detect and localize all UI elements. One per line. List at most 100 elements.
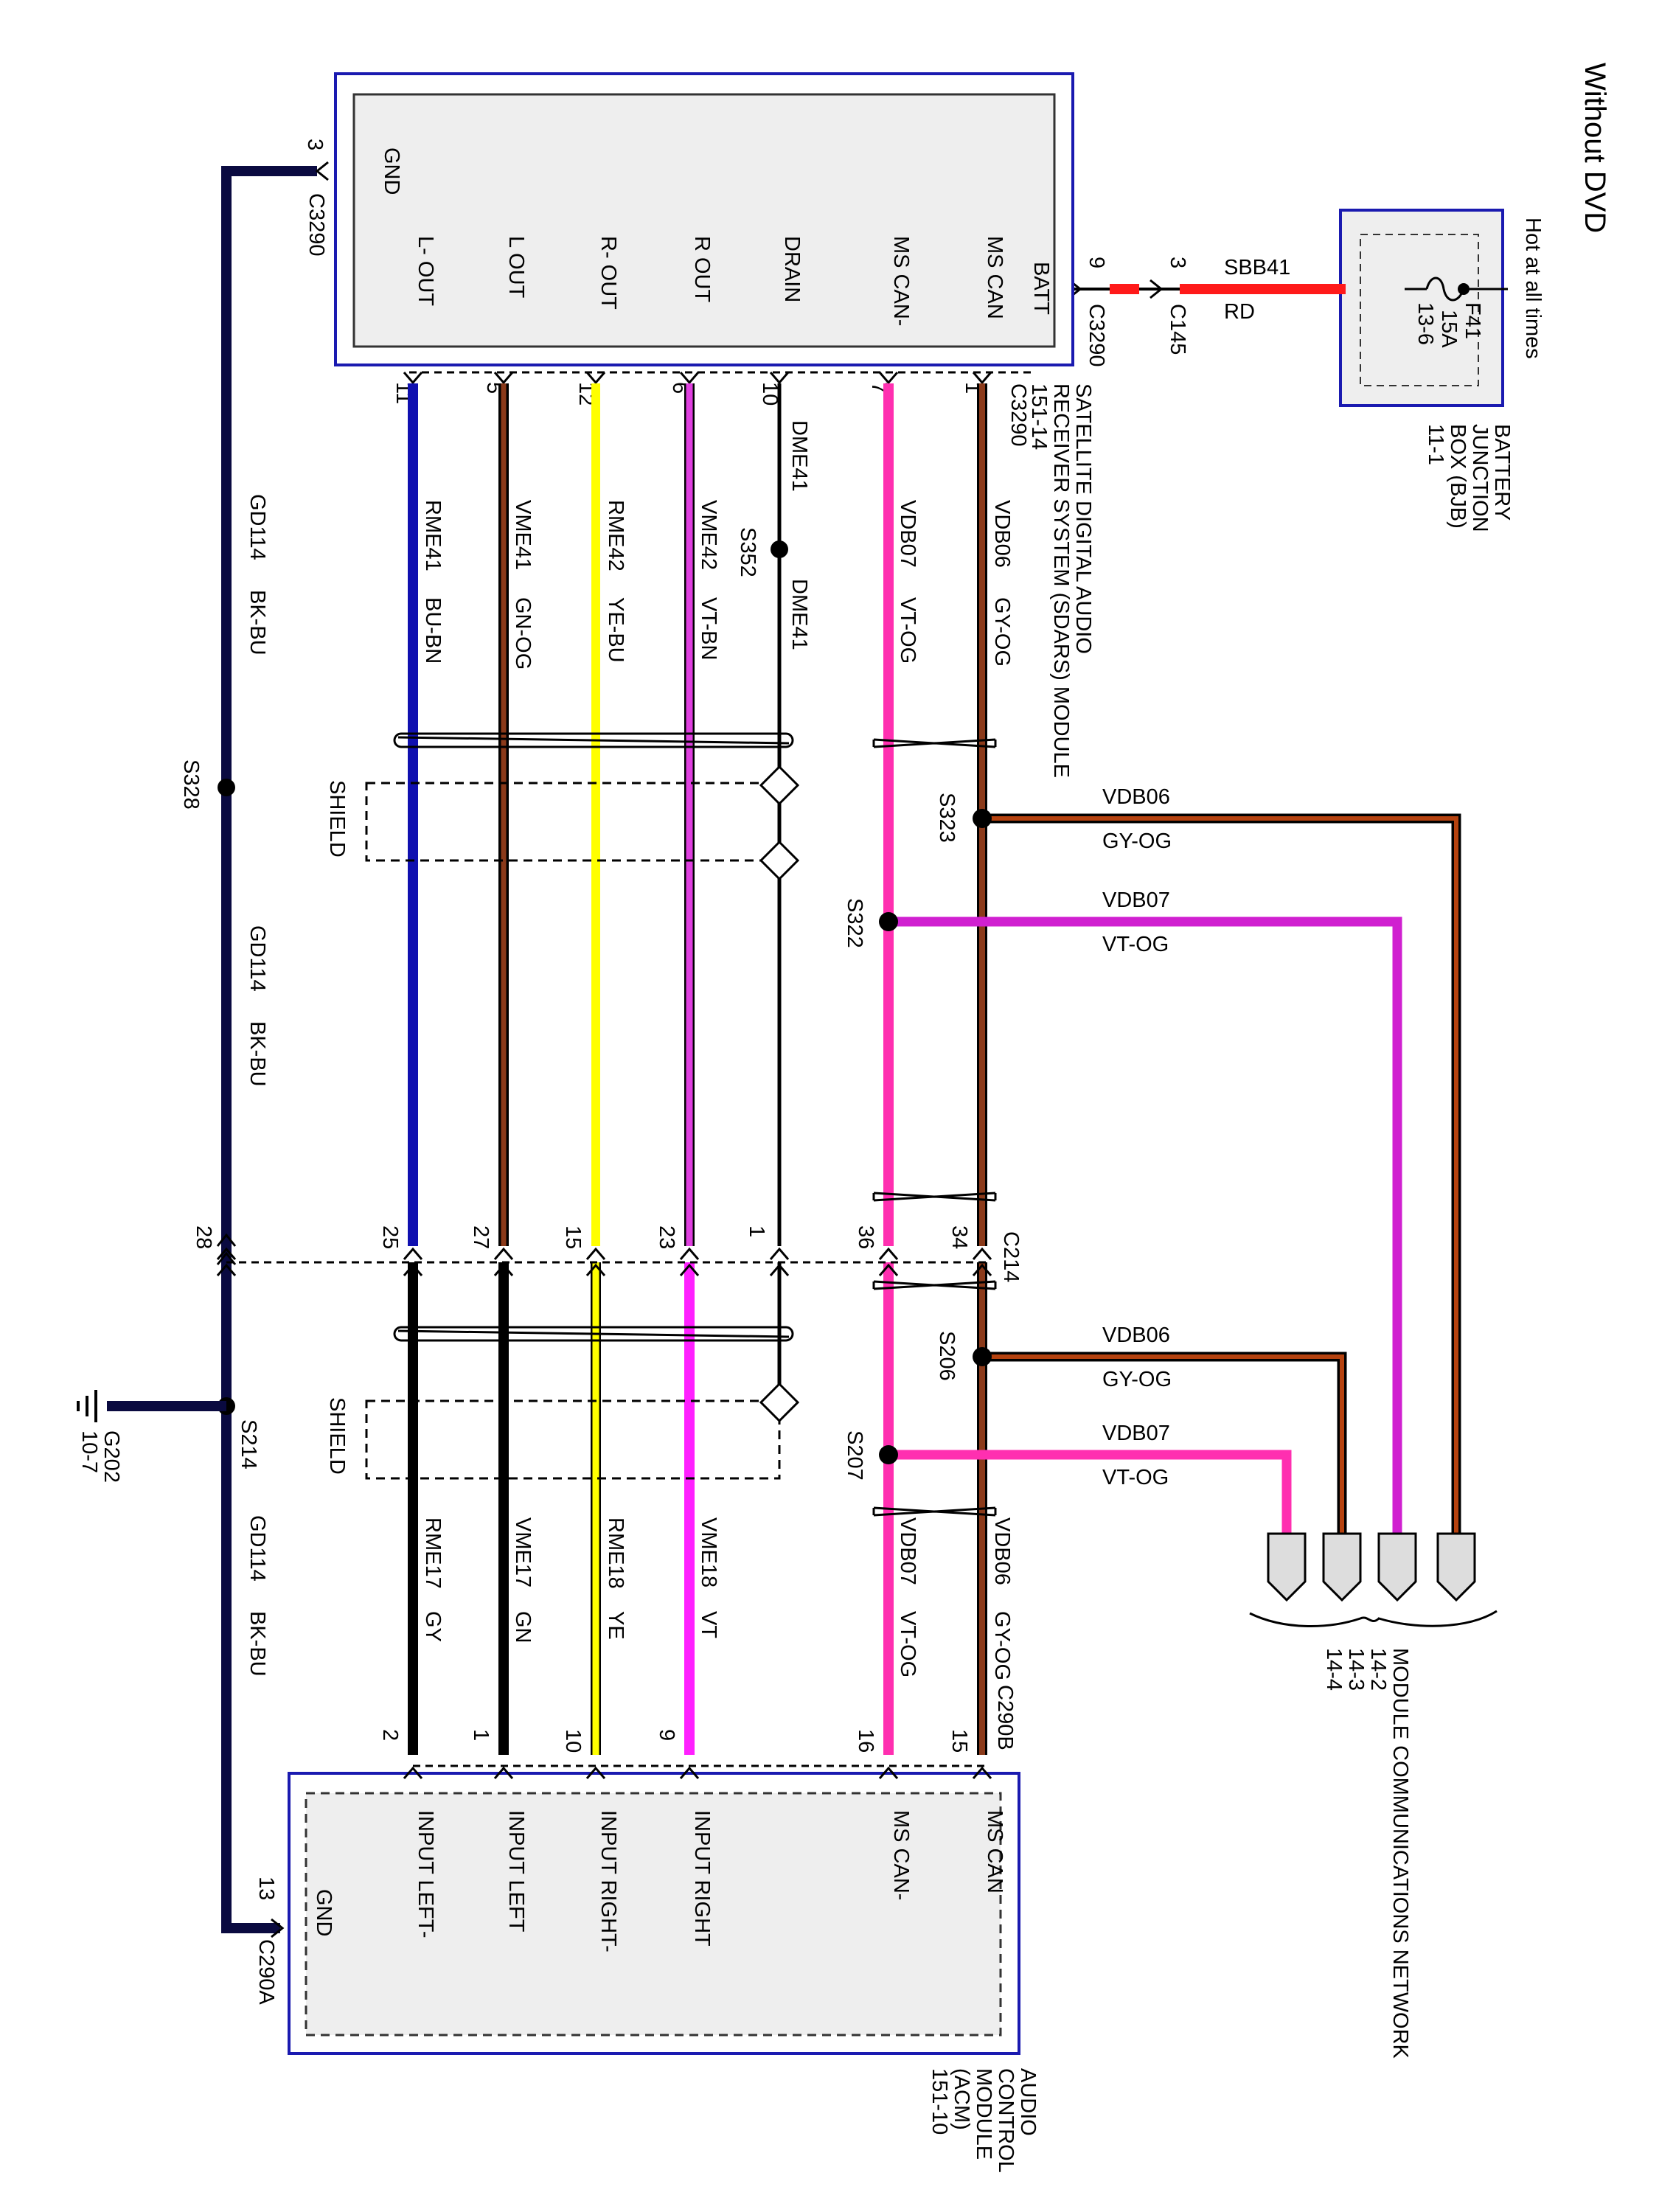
c214-pin-connector-icon: [679, 1247, 700, 1260]
acm-inner: [305, 1792, 1002, 2037]
mcn-ref-2: 14-3: [1344, 1648, 1368, 1691]
acm-name-4: (ACM): [950, 2068, 973, 2130]
c214-name: C214: [999, 1231, 1023, 1282]
sdars-pin-label: R OUT: [690, 236, 714, 303]
c214-pin-number: 36: [854, 1225, 877, 1249]
sdars-gnd-label: GND: [380, 147, 403, 195]
sdars-gnd-conn: C3290: [305, 193, 328, 256]
s207-label: S207: [843, 1430, 866, 1481]
branch-1-color: GY-OG: [1102, 830, 1172, 853]
sdars-inner: [352, 93, 1056, 348]
mcn-pin-icon-3: [1377, 1532, 1417, 1602]
lower-vdb07-color: VT-OG: [896, 1611, 919, 1677]
diagram-title: Without DVD: [1579, 63, 1611, 233]
bjb-name-4: 11-1: [1424, 424, 1447, 465]
sdars-pin-connector-icon: [972, 372, 992, 385]
s352-label: S352: [736, 527, 759, 577]
upper-vme42-circuit: VME42: [697, 500, 720, 570]
ground-wire: 3 C3290 GD114 BK-BU S328 GD114 BK-BU S21…: [77, 139, 329, 2005]
twist-audio-1: [393, 732, 794, 748]
acm-name-1: AUDIO: [1016, 2068, 1040, 2136]
acm-pin-number: 16: [854, 1729, 877, 1753]
bjb-inner-outline: [1360, 234, 1479, 386]
sdars-name-2: RECEIVER SYSTEM (SDARS) MODULE: [1049, 383, 1073, 778]
acm-conn-b: C290B: [993, 1685, 1017, 1750]
upper-vme41-circuit: VME41: [511, 500, 535, 570]
branch-1-circuit: VDB06: [1102, 785, 1170, 809]
twist-can-4: [872, 1506, 997, 1517]
acm-pin-number: 1: [469, 1729, 493, 1741]
upper-vme41-color: GN-OG: [511, 597, 535, 669]
c214-pin-connector-icon: [878, 1263, 899, 1276]
twist-can-2: [872, 1192, 997, 1202]
acm-pin-number: 2: [378, 1729, 402, 1741]
shields: SHIELD SHIELD: [325, 765, 800, 1480]
sdars-pin-connector-icon: [679, 372, 700, 385]
branch-s322-vdb07: [888, 917, 1402, 1534]
c214-pin-connector-icon: [972, 1247, 992, 1260]
twist-audio-2-x: [397, 1329, 790, 1338]
lower-vme18-color: VT: [697, 1611, 720, 1638]
sdars-pin-label: MS CAN: [983, 236, 1006, 319]
s206-label: S206: [935, 1331, 959, 1381]
shield-upper: [365, 782, 781, 862]
c145-connector-icon: [1150, 279, 1164, 299]
branch-s206-vdb06-core: [982, 1354, 1344, 1534]
sdars-pin-label: L OUT: [504, 236, 528, 299]
branch-s207-vdb07: [888, 1450, 1292, 1534]
sdars-pin-connector-icon: [585, 372, 606, 385]
c145-label: C145: [1166, 304, 1189, 355]
acm-name-5: 151-10: [928, 2068, 951, 2135]
g202-label: G202: [100, 1430, 123, 1483]
acm-pin-label: INPUT RIGHT: [690, 1810, 714, 1947]
acm-gnd-pin: 13: [254, 1877, 278, 1900]
upper-dme41-circuit-1: DME41: [787, 420, 811, 492]
bjb-name-2: JUNCTION: [1468, 424, 1492, 532]
upper-vdb06-color: GY-OG: [990, 597, 1014, 667]
s214-label: S214: [237, 1419, 260, 1470]
twist-audio-1-x: [397, 736, 790, 745]
sdars-gnd-connector-icon: [315, 161, 329, 181]
c3290-batt-pin: 9: [1085, 257, 1108, 268]
lower-rme17-color: GY: [421, 1611, 445, 1642]
acm-pin-label: INPUT LEFT-: [414, 1810, 437, 1938]
acm-pin-label: INPUT LEFT: [504, 1810, 528, 1933]
lower-vme18-circuit: VME18: [697, 1517, 720, 1587]
fuse-location: 13-6: [1413, 302, 1437, 345]
bjb-name-3: BOX (BJB): [1446, 424, 1470, 529]
c214-pin-connector-icon: [972, 1263, 992, 1276]
s206-splice: [973, 1347, 992, 1366]
twist-can-3: [872, 1280, 997, 1290]
lower-vme17-circuit: VME17: [511, 1517, 535, 1587]
gnd-circuit-3: GD114: [246, 1515, 269, 1582]
lower-rme18-color: YE: [604, 1611, 627, 1640]
batt-color-label: RD: [1224, 300, 1255, 324]
shield-label-lower: SHIELD: [325, 1397, 349, 1475]
s207-splice: [879, 1445, 898, 1464]
acm-pin-number: 10: [561, 1729, 585, 1753]
sdars-pin-connector-icon: [493, 372, 514, 385]
batt-circuit-label: SBB41: [1224, 256, 1290, 279]
acm-name-2: CONTROL: [994, 2068, 1018, 2173]
sdars-pin-label: R- OUT: [597, 236, 620, 310]
branch-3-circuit: VDB06: [1102, 1324, 1170, 1347]
mcn-ref-1: 14-2: [1366, 1648, 1390, 1691]
mcn-ref-3: 14-4: [1322, 1648, 1346, 1691]
battery-junction-box: Hot at all times F41 15A 13-6 BATTERY JU…: [1339, 209, 1545, 532]
acm-pin-connector-icon: [878, 1766, 899, 1779]
branch-s323-vdb06-core: [982, 816, 1458, 1534]
acm-pin-label: INPUT RIGHT-: [597, 1810, 620, 1952]
c214-pin-number: 28: [192, 1225, 215, 1249]
c214-pin-connector-icon: [878, 1247, 899, 1260]
mcn-name: MODULE COMMUNICATIONS NETWORK: [1388, 1648, 1412, 2059]
c214-pin-number: 1: [745, 1225, 768, 1237]
acm-pin-label: MS CAN-: [889, 1810, 913, 1900]
c214-pin-connector-icon: [769, 1263, 790, 1276]
c214-pin-connector-icon: [769, 1247, 790, 1260]
upper-vdb07-color: VT-OG: [896, 597, 919, 664]
lower-vdb07-circuit: VDB07: [896, 1517, 919, 1585]
s322-label: S322: [843, 898, 866, 948]
gnd-color-3: BK-BU: [246, 1611, 269, 1677]
